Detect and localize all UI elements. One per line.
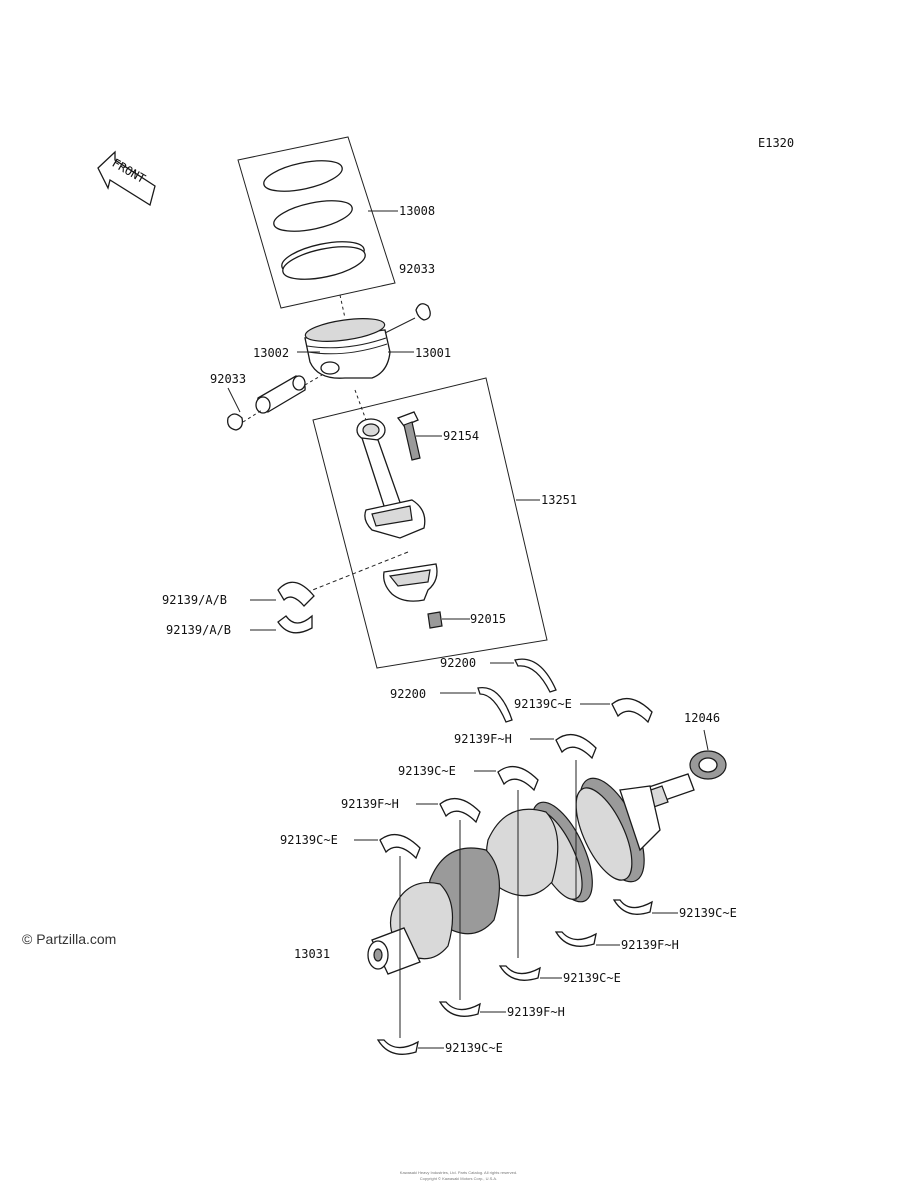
footer-line-1: Kawasaki Heavy Industries, Ltd. Parts Ca… xyxy=(399,1170,518,1175)
main-bearing-lower-5 xyxy=(376,1039,419,1055)
crankshaft xyxy=(367,773,695,975)
rod-bearing-upper xyxy=(277,581,315,607)
callout-92154: 92154 xyxy=(443,429,479,443)
conrod-frame xyxy=(312,377,548,669)
watermark: © Partzilla.com xyxy=(22,931,117,947)
callout-92139ce-u5: 92139C~E xyxy=(280,833,338,847)
callout-92139fh-u2: 92139F~H xyxy=(454,732,512,746)
conrod-nut xyxy=(427,611,443,629)
main-bearing-lower-3 xyxy=(498,965,541,981)
callout-92139ab-2: 92139/A/B xyxy=(166,623,231,637)
callout-92139ce-l5: 92139C~E xyxy=(445,1041,503,1055)
callout-92139fh-u4: 92139F~H xyxy=(341,797,399,811)
rod-bearing-lower xyxy=(277,614,313,634)
front-arrow-icon: FRONT xyxy=(97,150,156,207)
callout-92139fh-l4: 92139F~H xyxy=(507,1005,565,1019)
diagram-code: E1320 xyxy=(758,136,794,150)
callout-13001: 13001 xyxy=(415,346,451,360)
circlip-right xyxy=(415,303,431,321)
thrust-washer-upper xyxy=(514,658,557,693)
main-bearing-upper-1 xyxy=(379,833,421,860)
circlip-left xyxy=(227,413,244,431)
callout-92139ab-1: 92139/A/B xyxy=(162,593,227,607)
callout-12046: 12046 xyxy=(684,711,720,725)
callout-92200-upper: 92200 xyxy=(440,656,476,670)
callout-92139ce-l1: 92139C~E xyxy=(679,906,737,920)
piston-pin xyxy=(255,375,306,414)
callout-92015: 92015 xyxy=(470,612,506,626)
piston xyxy=(304,318,391,379)
main-bearing-upper-5 xyxy=(611,697,653,724)
piston-ring-frame xyxy=(237,136,396,309)
callout-92033-left: 92033 xyxy=(210,372,246,386)
piston-rings xyxy=(263,160,366,280)
callout-13251: 13251 xyxy=(541,493,577,507)
callout-92139fh-l2: 92139F~H xyxy=(621,938,679,952)
needle-bearing xyxy=(689,750,727,780)
main-bearing-upper-2 xyxy=(439,797,481,824)
conrod-bolt xyxy=(396,411,421,461)
main-bearing-lower-2 xyxy=(554,931,597,947)
callout-92139ce-u3: 92139C~E xyxy=(398,764,456,778)
main-bearing-upper-3 xyxy=(497,765,539,792)
callout-92139ce-l3: 92139C~E xyxy=(563,971,621,985)
main-bearing-lower-1 xyxy=(612,899,653,915)
callout-13008: 13008 xyxy=(399,204,435,218)
callout-92033-ring: 92033 xyxy=(399,262,435,276)
callout-92200-lower: 92200 xyxy=(390,687,426,701)
connecting-rod xyxy=(356,418,426,539)
callout-92139ce-u1: 92139C~E xyxy=(514,697,572,711)
callout-13002: 13002 xyxy=(253,346,289,360)
main-bearing-lower-4 xyxy=(438,1001,481,1017)
main-bearing-upper-4 xyxy=(555,733,597,760)
callout-13031: 13031 xyxy=(294,947,330,961)
thrust-washer-lower xyxy=(477,686,513,723)
footer-line-2: Copyright © Kawasaki Motors Corp., U.S.A… xyxy=(419,1176,498,1181)
conrod-cap xyxy=(383,563,438,602)
